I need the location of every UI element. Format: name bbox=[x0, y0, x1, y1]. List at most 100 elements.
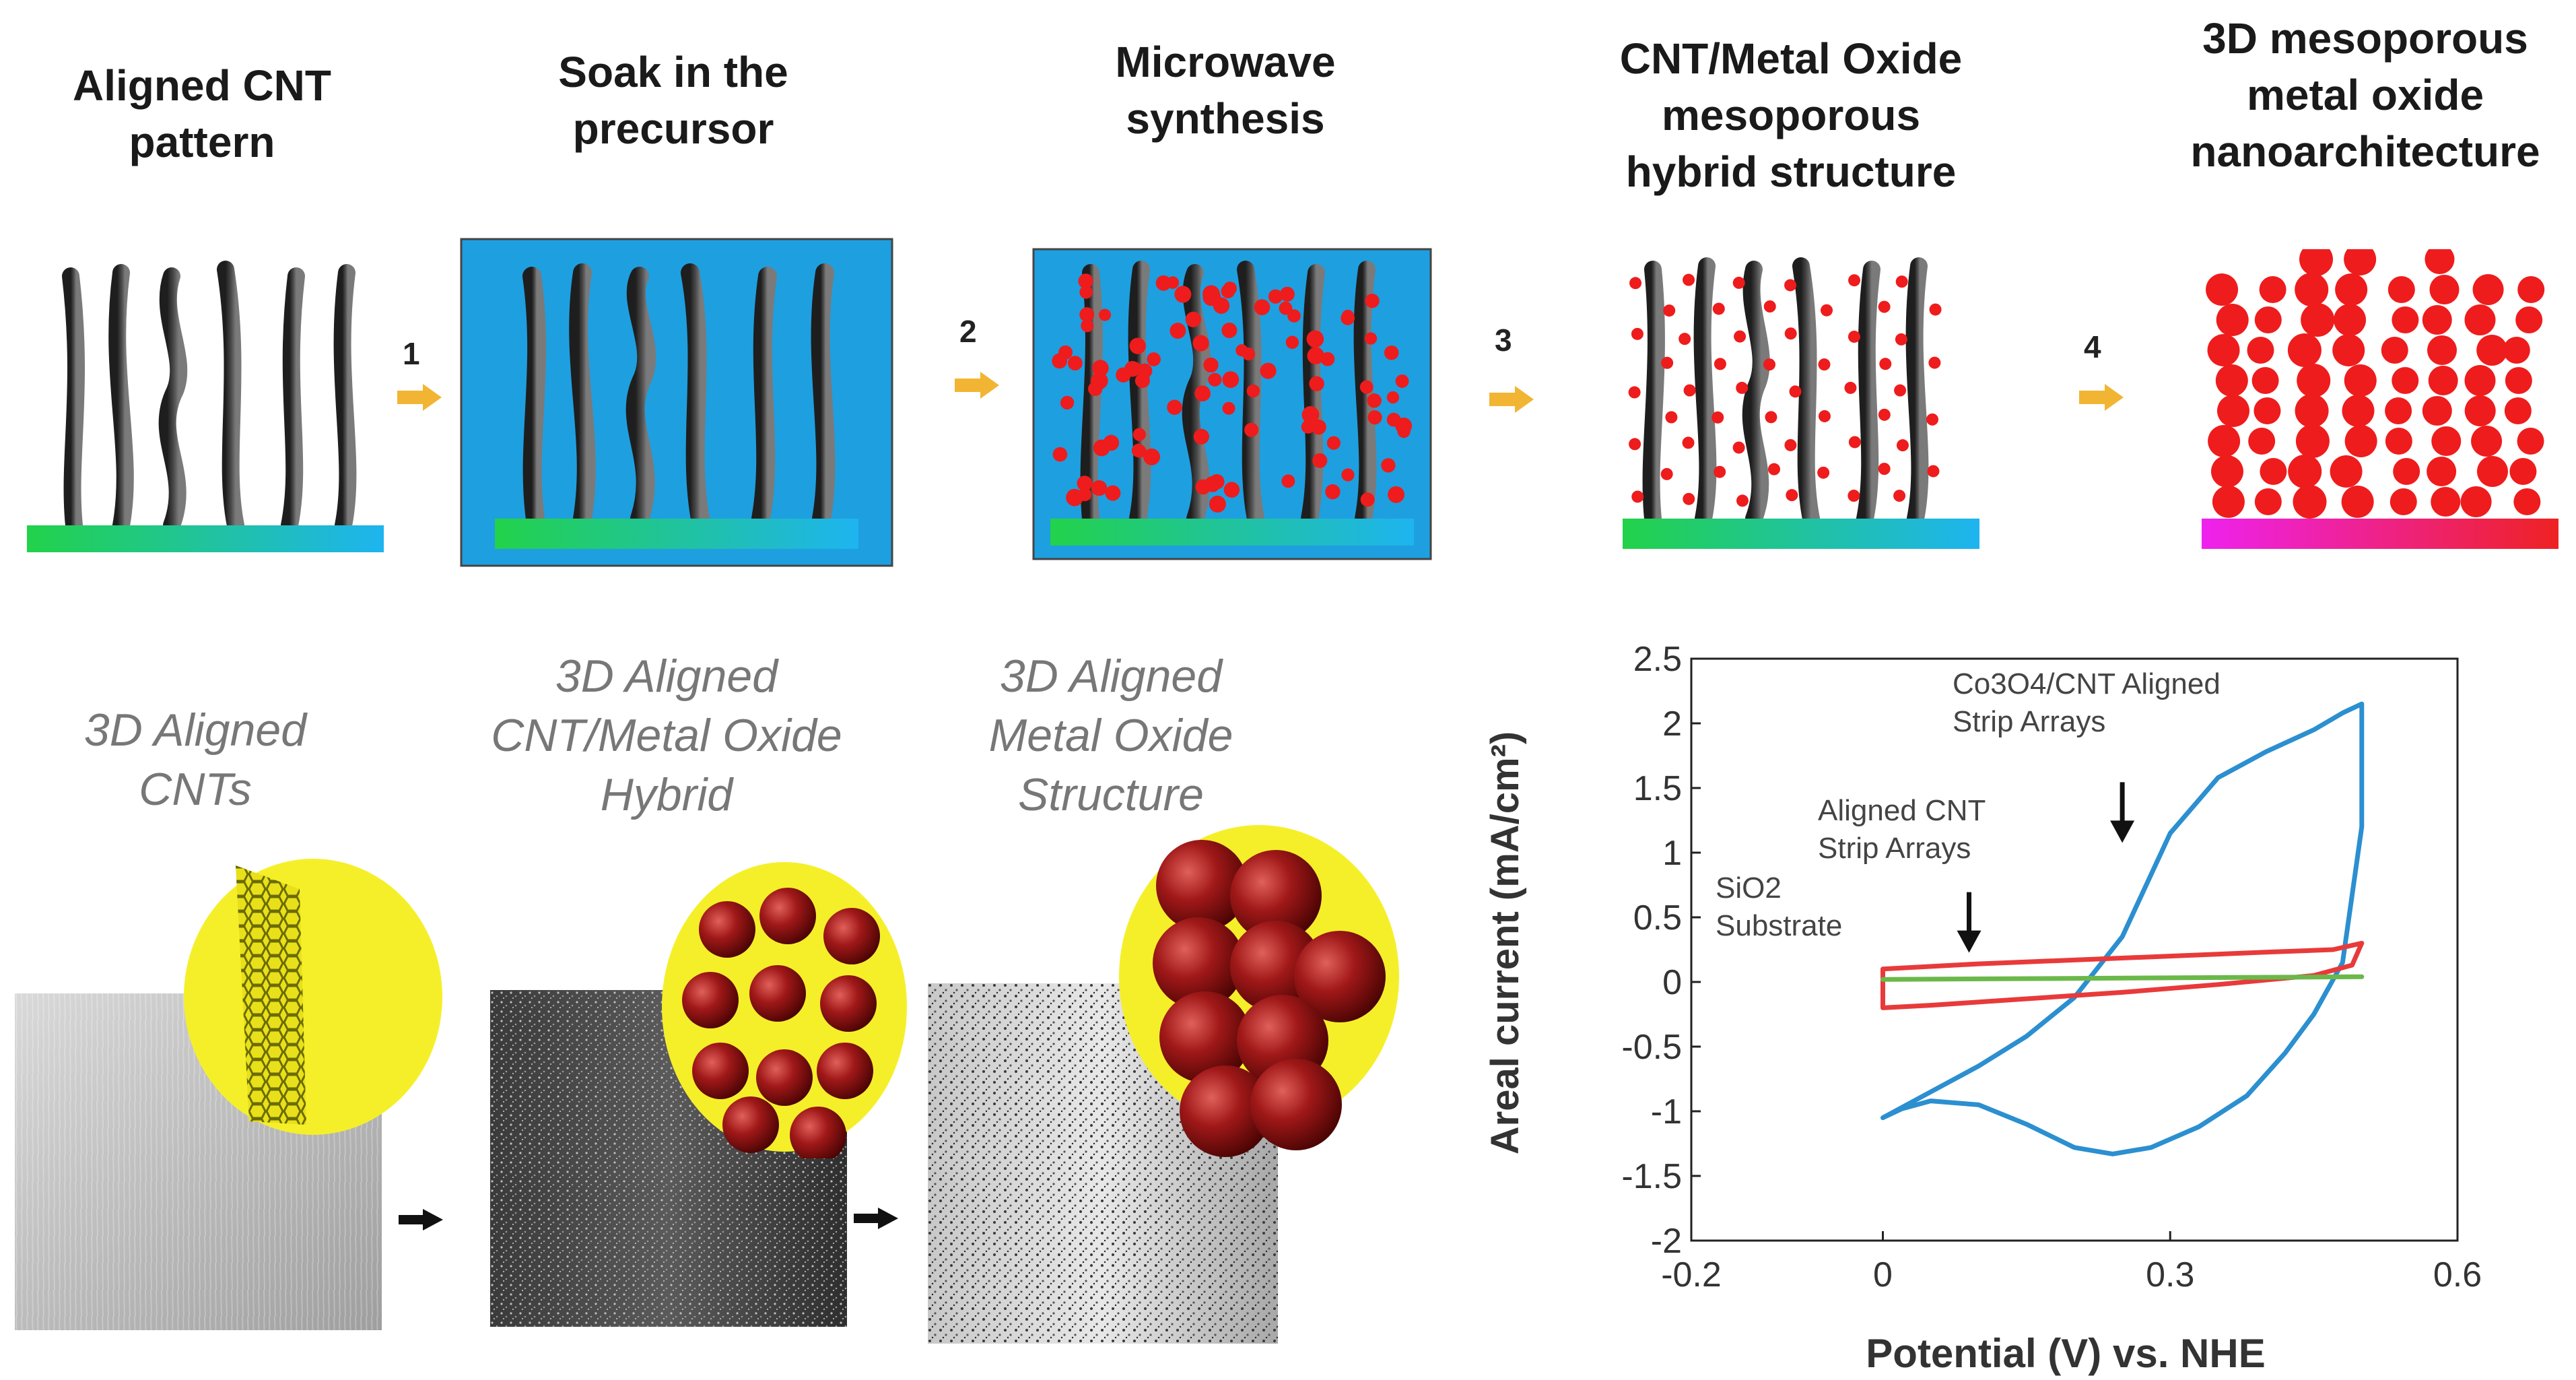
step-title-1: Aligned CNT pattern bbox=[73, 61, 331, 166]
particle-dot bbox=[1078, 273, 1093, 289]
particle-dot bbox=[2212, 486, 2245, 518]
particle-dot bbox=[2464, 304, 2496, 335]
particle-dot bbox=[1732, 276, 1745, 289]
particle-dot bbox=[2509, 458, 2537, 485]
particle-dot bbox=[1193, 428, 1209, 445]
particle-dot bbox=[1844, 381, 1857, 394]
particle-dot bbox=[1818, 358, 1831, 371]
particle-dot bbox=[1326, 436, 1341, 450]
particle-dot bbox=[1821, 304, 1833, 317]
x-tick-label: -0.2 bbox=[1661, 1255, 1722, 1294]
oxide-halo-graphic bbox=[1119, 825, 1399, 1157]
x-tick-label: 0.3 bbox=[2146, 1255, 2194, 1294]
particle-dot bbox=[2428, 366, 2458, 395]
particle-dot bbox=[1381, 458, 1396, 473]
particle-dot bbox=[2217, 395, 2250, 427]
particle-dot bbox=[1309, 376, 1324, 391]
oxide-sphere bbox=[692, 1043, 749, 1099]
step-title-4: CNT/Metal Oxide mesoporous hybrid struct… bbox=[1619, 34, 1963, 196]
particle-dot bbox=[1185, 311, 1201, 327]
particle-dot bbox=[2505, 367, 2532, 394]
particle-dot bbox=[1143, 448, 1161, 465]
chart-series bbox=[1880, 701, 2365, 1156]
step-title-2: Soak in the precursor bbox=[558, 48, 788, 153]
particle-dot bbox=[1683, 384, 1696, 397]
step-title-5: 3D mesoporous metal oxide nanoarchitectu… bbox=[2190, 14, 2540, 176]
particle-dot bbox=[1279, 286, 1295, 302]
oxide-sphere bbox=[1159, 991, 1251, 1083]
particle-dot bbox=[1254, 299, 1270, 315]
particle-dot bbox=[1927, 465, 1940, 478]
oxide-sphere bbox=[1230, 850, 1322, 942]
particle-dot bbox=[1683, 273, 1695, 286]
particle-dot bbox=[2341, 486, 2374, 518]
particle-dot bbox=[1221, 284, 1235, 298]
oxide-sphere bbox=[756, 1049, 813, 1106]
particle-dot bbox=[2476, 335, 2508, 366]
particle-dot bbox=[1301, 406, 1320, 424]
annotation-arrowhead bbox=[1957, 930, 1981, 953]
particle-dot bbox=[2295, 424, 2330, 458]
oxide-sphere bbox=[823, 908, 880, 964]
particle-dot bbox=[1786, 489, 1798, 502]
particle-dot bbox=[1895, 333, 1907, 346]
particle-dot bbox=[1628, 386, 1641, 399]
particle-dot bbox=[2299, 249, 2334, 276]
particle-dot bbox=[1088, 381, 1103, 396]
particle-dot bbox=[2259, 276, 2286, 303]
particle-dot bbox=[1763, 300, 1776, 313]
particle-dot bbox=[2504, 397, 2532, 424]
particle-dot bbox=[2517, 428, 2544, 455]
particle-dot bbox=[1848, 330, 1860, 343]
particle-dot bbox=[2251, 367, 2279, 394]
oxide-sphere bbox=[759, 888, 816, 944]
particle-dot bbox=[2344, 425, 2377, 457]
particle-dot bbox=[1246, 384, 1260, 398]
particle-dot bbox=[1386, 412, 1401, 427]
particle-dot bbox=[2293, 485, 2327, 519]
particle-dot bbox=[1306, 330, 1324, 348]
y-tick-label: 2.5 bbox=[1633, 640, 1682, 679]
y-tick-label: -2 bbox=[1651, 1222, 1682, 1261]
particle-dot bbox=[2207, 334, 2240, 366]
particle-dot bbox=[2460, 486, 2492, 517]
particle-dot bbox=[1682, 436, 1695, 449]
particle-dot bbox=[1367, 410, 1382, 425]
y-tick-label: -1 bbox=[1651, 1092, 1682, 1131]
particle-dot bbox=[2392, 306, 2419, 333]
particle-dot bbox=[1359, 380, 1374, 394]
particle-dot bbox=[1878, 300, 1891, 313]
particle-dot bbox=[2515, 306, 2543, 333]
oxide-nanoarchitecture-graphic bbox=[2202, 249, 2558, 549]
particle-dot bbox=[1384, 345, 1399, 360]
particle-dot bbox=[1712, 302, 1725, 315]
particle-dot bbox=[1629, 438, 1641, 451]
x-axis-label: Potential (V) vs. NHE bbox=[1866, 1331, 2265, 1376]
particle-dot bbox=[2513, 488, 2541, 515]
particle-dot bbox=[2517, 276, 2545, 303]
particle-dot bbox=[1213, 297, 1230, 314]
sem-label-oxide: 3D Aligned Metal Oxide Structure bbox=[988, 651, 1233, 820]
step-arrow-icon bbox=[955, 372, 999, 399]
particle-dot bbox=[2431, 426, 2462, 456]
particle-dot bbox=[1395, 374, 1409, 388]
particle-dot bbox=[1312, 453, 1328, 468]
particle-dot bbox=[1235, 344, 1248, 357]
particle-dot bbox=[1893, 490, 1906, 502]
particle-dot bbox=[1878, 408, 1891, 421]
particle-dot bbox=[1386, 391, 1400, 404]
particle-dot bbox=[1285, 335, 1299, 349]
particle-dot bbox=[1307, 347, 1324, 364]
particle-dot bbox=[2287, 333, 2321, 367]
particle-dot bbox=[1784, 438, 1797, 451]
particle-dot bbox=[2472, 274, 2504, 305]
particle-dot bbox=[1929, 303, 1942, 316]
particle-dot bbox=[2254, 488, 2282, 515]
particle-dot bbox=[1174, 286, 1192, 303]
particle-dot bbox=[1784, 327, 1797, 340]
y-tick-label: 0.5 bbox=[1633, 898, 1682, 938]
particle-dot bbox=[1397, 424, 1411, 438]
particle-dot bbox=[2208, 425, 2241, 457]
particle-dot bbox=[1170, 323, 1186, 339]
particle-dot bbox=[1222, 371, 1240, 388]
